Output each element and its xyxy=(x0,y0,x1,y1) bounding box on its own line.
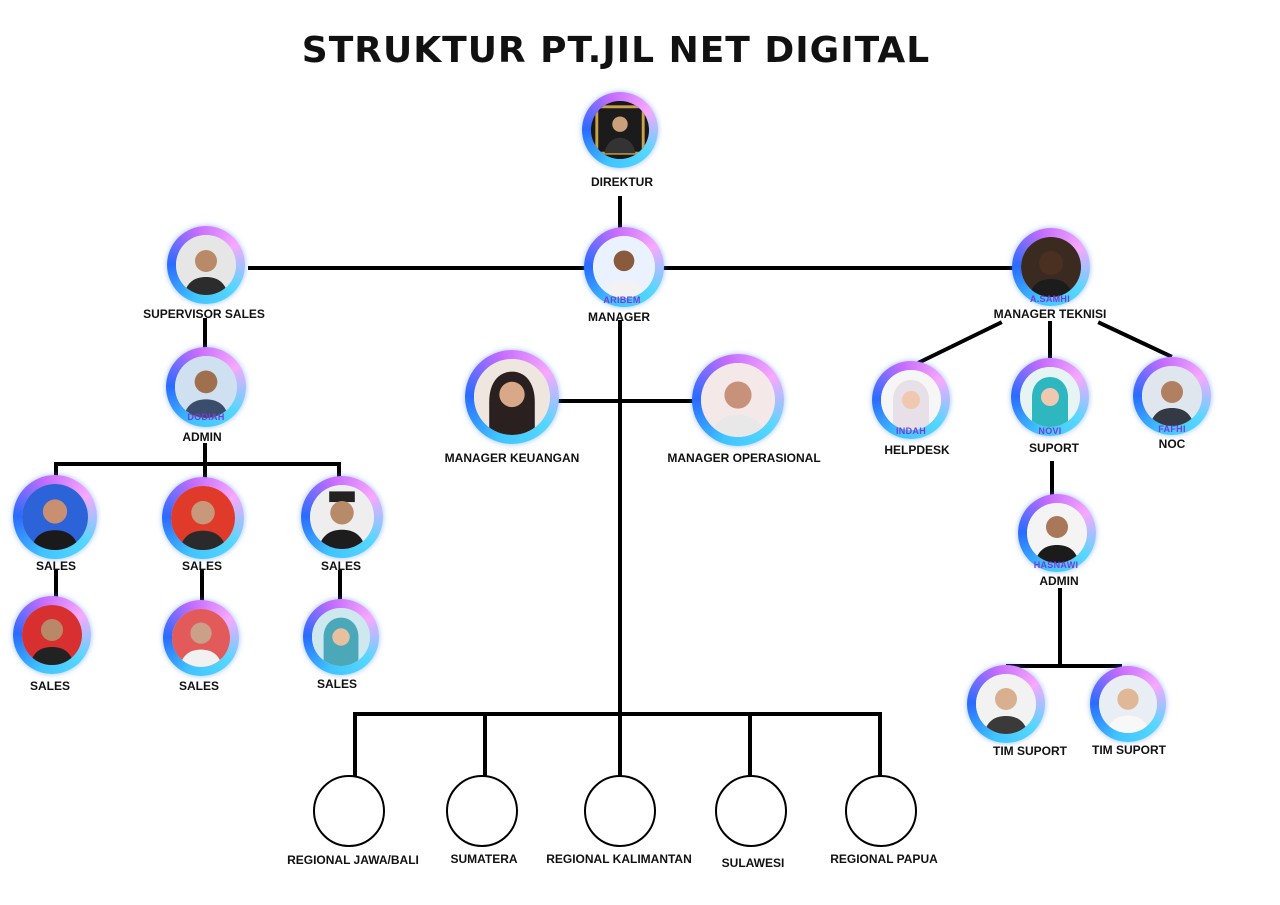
supervisor-sales-avatar xyxy=(167,226,245,304)
region-circle xyxy=(313,775,385,847)
manager-name-tag: ARIBEM xyxy=(603,295,641,305)
manager-operasional-avatar xyxy=(692,354,784,446)
page-title: STRUKTUR PT.JIL NET DIGITAL xyxy=(301,30,931,71)
admin-teknisi-avatar xyxy=(1018,494,1096,572)
sales-5-label: SALES xyxy=(178,679,219,693)
admin-sales-label: ADMIN xyxy=(182,430,222,444)
portrait-icon xyxy=(1142,366,1202,426)
sales-1-avatar xyxy=(13,475,97,559)
sales-3-label: SALES xyxy=(320,559,361,573)
region-label: SUMATERA xyxy=(450,852,518,866)
portrait-icon xyxy=(171,486,235,550)
suport-name-tag: NOVI xyxy=(1038,426,1062,436)
direktur-label: DIREKTUR xyxy=(591,175,653,189)
noc-name-tag: FAFHI xyxy=(1158,424,1186,434)
region-label: SULAWESI xyxy=(721,856,785,870)
tim-suport-2-label: TIM SUPORT xyxy=(1092,743,1166,757)
portrait-icon xyxy=(176,235,236,295)
manager-teknisi-label: MANAGER TEKNISI xyxy=(993,307,1107,321)
sales-3-avatar xyxy=(301,476,383,558)
portrait-icon xyxy=(591,101,649,159)
tim-suport-2-avatar xyxy=(1090,666,1166,742)
portrait-icon xyxy=(22,484,88,550)
region-label: REGIONAL JAWA/BALI xyxy=(287,853,419,867)
portrait-icon xyxy=(310,485,374,549)
portrait-icon xyxy=(1027,503,1087,563)
sales-2-label: SALES xyxy=(181,559,222,573)
sales-6-avatar xyxy=(303,599,379,675)
portrait-icon xyxy=(881,370,941,430)
sales-2-avatar xyxy=(162,477,244,559)
region-circle xyxy=(446,775,518,847)
noc-label: NOC xyxy=(1158,437,1186,451)
tim-suport-1-label: TIM SUPORT xyxy=(993,744,1067,758)
helpdesk-label: HELPDESK xyxy=(884,443,950,457)
region-circle xyxy=(845,775,917,847)
manager-teknisi-name-tag: A.SAMHI xyxy=(1029,294,1071,304)
region-circle xyxy=(584,775,656,847)
admin-sales-name-tag: DODIAH xyxy=(187,412,225,422)
manager-operasional-label: MANAGER OPERASIONAL xyxy=(667,451,821,465)
portrait-icon xyxy=(1020,367,1080,427)
supervisor-sales-label: SUPERVISOR SALES xyxy=(143,307,265,321)
sales-6-label: SALES xyxy=(316,677,357,691)
portrait-icon xyxy=(1099,675,1157,733)
admin-teknisi-name-tag: HASNAWI xyxy=(1033,560,1079,570)
manager-teknisi-avatar xyxy=(1012,228,1090,306)
sales-4-avatar xyxy=(13,596,91,674)
portrait-icon xyxy=(701,363,775,437)
portrait-icon xyxy=(1021,237,1081,297)
portrait-icon xyxy=(593,236,655,298)
suport-label: SUPORT xyxy=(1028,441,1079,455)
admin-sales-avatar xyxy=(166,347,246,427)
suport-avatar xyxy=(1011,358,1089,436)
portrait-icon xyxy=(976,674,1036,734)
helpdesk-avatar xyxy=(872,361,950,439)
region-label: REGIONAL PAPUA xyxy=(830,852,938,866)
portrait-icon xyxy=(172,609,230,667)
manager-avatar xyxy=(584,227,664,307)
manager-keuangan-avatar xyxy=(465,350,559,444)
manager-keuangan-label: MANAGER KEUANGAN xyxy=(444,451,580,465)
sales-4-label: SALES xyxy=(29,679,70,693)
region-label: REGIONAL KALIMANTAN xyxy=(546,852,692,866)
helpdesk-name-tag: INDAH xyxy=(896,426,926,436)
tim-suport-1-avatar xyxy=(967,665,1045,743)
sales-5-avatar xyxy=(163,600,239,676)
portrait-icon xyxy=(22,605,82,665)
noc-avatar xyxy=(1133,357,1211,435)
sales-1-label: SALES xyxy=(35,559,76,573)
direktur-avatar xyxy=(582,92,658,168)
manager-label: MANAGER xyxy=(588,310,650,324)
portrait-icon xyxy=(312,608,370,666)
admin-teknisi-label: ADMIN xyxy=(1039,574,1079,588)
region-circle xyxy=(715,775,787,847)
portrait-icon xyxy=(175,356,237,418)
portrait-icon xyxy=(474,359,550,435)
